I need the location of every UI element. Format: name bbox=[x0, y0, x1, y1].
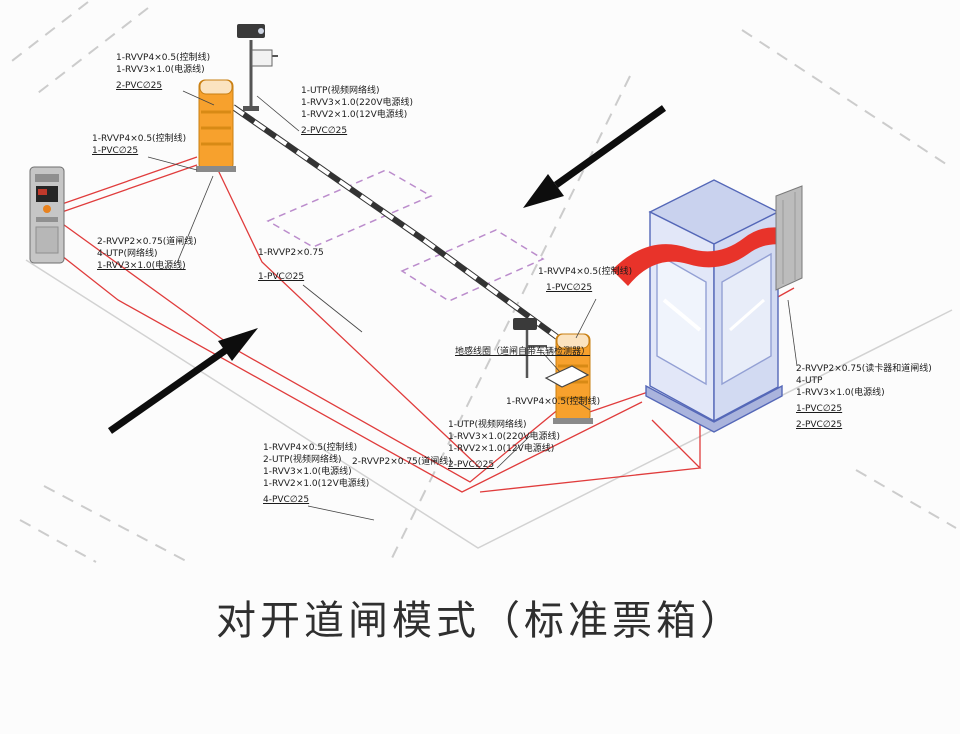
cable-label: 1-PVC∅25 bbox=[258, 272, 305, 282]
cable-label: 2-PVC∅25 bbox=[448, 460, 495, 470]
cable-label: 1-RVVP4×0.5(控制线) bbox=[116, 53, 211, 63]
ground-loop bbox=[544, 365, 590, 388]
cable-label-group-bottom: 1-RVVP4×0.5(控制线) 2-UTP(视频网络线) 1-RVV3×1.0… bbox=[263, 442, 369, 506]
reader-panel bbox=[775, 185, 803, 291]
road-edges bbox=[25, 259, 953, 549]
cable-label: 2-PVC∅25 bbox=[116, 81, 163, 91]
direction-arrow-out bbox=[107, 328, 258, 434]
ticket-dispenser bbox=[29, 166, 65, 264]
cable-label: 4-UTP(网络线) bbox=[97, 249, 158, 259]
page-title: 对开道闸模式（标准票箱） bbox=[216, 598, 744, 644]
cable-label: 1-PVC∅25 bbox=[546, 283, 593, 293]
ground-loop-label: 地感线圈（道闸自带车辆检测器） bbox=[455, 347, 591, 357]
cable-label: 2-RVVP2×0.75(道闸线) bbox=[97, 237, 197, 247]
guard-booth bbox=[645, 179, 783, 433]
booth-window-left bbox=[656, 252, 707, 386]
cable-label-group-gate1-top: 1-RVVP4×0.5(控制线) 1-RVV3×1.0(电源线) 2-PVC∅2… bbox=[116, 52, 210, 92]
ground-loop-label-group: 地感线圈（道闸自带车辆检测器） bbox=[455, 346, 590, 358]
cable-label-group-left-mid: 2-RVVP2×0.75(道闸线) 4-UTP(网络线) 1-RVV3×1.0(… bbox=[97, 236, 197, 272]
cable-label: 4-UTP bbox=[796, 376, 823, 386]
booth-window-right bbox=[721, 252, 772, 386]
camera-icon bbox=[237, 24, 265, 38]
cable-label: 2-PVC∅25 bbox=[796, 420, 843, 430]
cable-label-group-gate2: 1-RVVP4×0.5(控制线) 1-PVC∅25 bbox=[538, 266, 632, 294]
camera-pole-1 bbox=[237, 24, 278, 111]
cable-label: 1-RVVP4×0.5(控制线) bbox=[92, 134, 187, 144]
booth-awning bbox=[612, 227, 792, 286]
cable-label: 1-RVV2×1.0(12V电源线) bbox=[448, 444, 555, 454]
leader-lines bbox=[147, 90, 798, 521]
cable-label: 1-RVVP2×0.75 bbox=[258, 248, 324, 258]
cable-label: 1-RVV3×1.0(电源线) bbox=[97, 261, 186, 271]
direction-arrow-in bbox=[523, 105, 667, 208]
cable-label: 1-PVC∅25 bbox=[796, 404, 843, 414]
cable-label: 1-RVV3×1.0(220V电源线) bbox=[301, 98, 413, 108]
camera-icon bbox=[513, 318, 537, 330]
cable-label-group-bottom-extra: 2-RVVP2×0.75(道闸线) bbox=[352, 456, 452, 468]
cable-label: 1-RVVP4×0.5(控制线) bbox=[506, 397, 601, 407]
cable-label-group-camera1: 1-UTP(视频网络线) 1-RVV3×1.0(220V电源线) 1-RVV2×… bbox=[301, 85, 413, 137]
cable-label: 1-RVV3×1.0(电源线) bbox=[796, 388, 885, 398]
cable-label: 1-RVVP4×0.5(控制线) bbox=[263, 443, 358, 453]
cable-label: 2-UTP(视频网络线) bbox=[263, 455, 342, 465]
cable-label: 1-RVV2×1.0(12V电源线) bbox=[301, 110, 408, 120]
cable-label: 1-RVV2×1.0(12V电源线) bbox=[263, 479, 370, 489]
cable-label: 2-PVC∅25 bbox=[301, 126, 348, 136]
booth-base bbox=[645, 384, 783, 433]
cable-label: 1-UTP(视频网络线) bbox=[448, 420, 527, 430]
cable-label-group-dispenser: 1-RVVP4×0.5(控制线) 1-PVC∅25 bbox=[92, 133, 186, 157]
cable-label: 1-UTP(视频网络线) bbox=[301, 86, 380, 96]
barrier-arm-1 bbox=[231, 104, 426, 243]
cable-label: 1-RVVP4×0.5(控制线) bbox=[538, 267, 633, 277]
cable-label-group-booth: 2-RVVP2×0.75(读卡器和道闸线) 4-UTP 1-RVV3×1.0(电… bbox=[796, 363, 932, 431]
cable-label: 1-RVV3×1.0(220V电源线) bbox=[448, 432, 560, 442]
barrier-post-1 bbox=[196, 79, 236, 172]
cable-label: 1-PVC∅25 bbox=[92, 146, 139, 156]
ticket-slot bbox=[36, 217, 58, 222]
cable-label: 1-RVV3×1.0(电源线) bbox=[116, 65, 205, 75]
cable-label: 4-PVC∅25 bbox=[263, 495, 310, 505]
cable-label-group-center: 1-RVVP2×0.75 1-PVC∅25 bbox=[258, 247, 324, 283]
dispenser-button bbox=[43, 205, 51, 213]
cable-label-group-camera2: 1-UTP(视频网络线) 1-RVV3×1.0(220V电源线) 1-RVV2×… bbox=[448, 419, 560, 471]
cable-label: 2-RVVP2×0.75(读卡器和道闸线) bbox=[796, 364, 932, 374]
cable-label: 1-RVV3×1.0(电源线) bbox=[263, 467, 352, 477]
cable-label: 2-RVVP2×0.75(道闸线) bbox=[352, 457, 452, 467]
camera-pole-2 bbox=[513, 318, 547, 378]
cable-label-group-gate2-base: 1-RVVP4×0.5(控制线) bbox=[506, 396, 600, 408]
